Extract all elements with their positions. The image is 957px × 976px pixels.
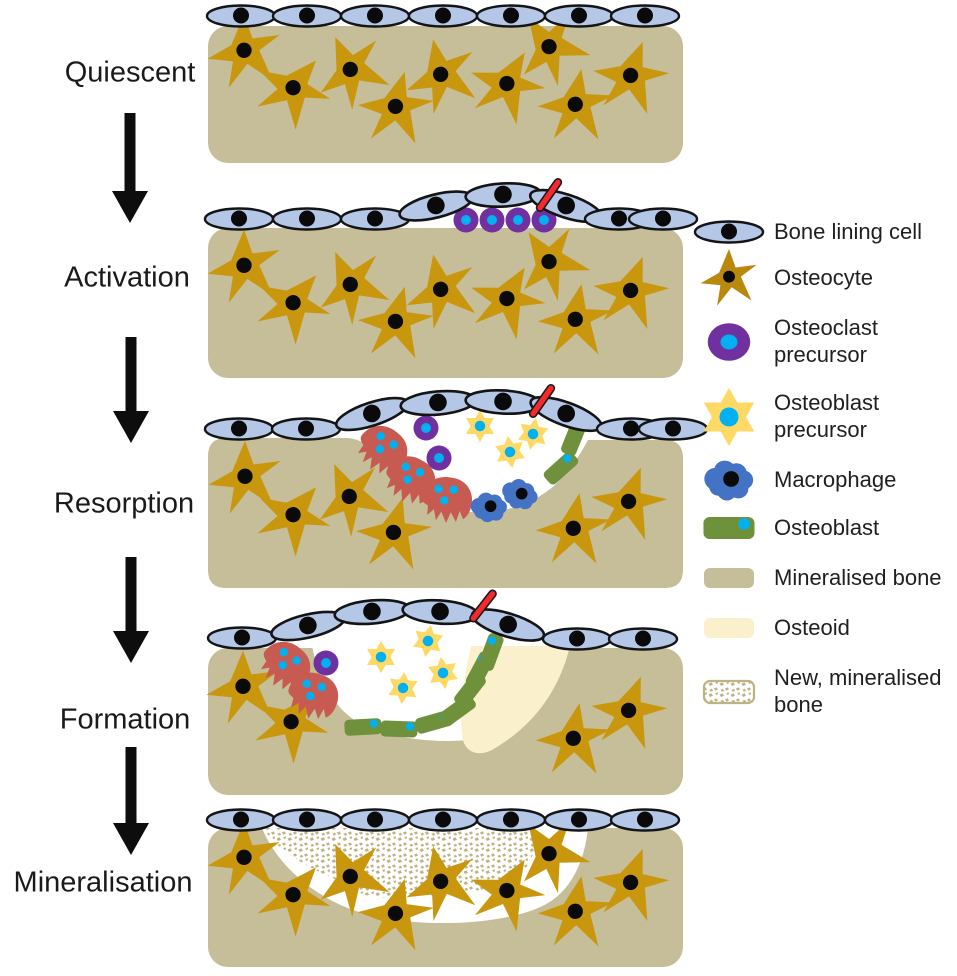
bone-lining-cell-icon — [203, 417, 275, 441]
osteoclast-precursor-icon — [413, 415, 439, 441]
bone-lining-cell-icon — [475, 808, 547, 832]
osteoblast-icon — [344, 718, 382, 736]
panel-quiescent — [205, 0, 683, 163]
bone-lining-cell-icon — [205, 4, 277, 28]
bone-lining-cells — [205, 4, 681, 28]
osteoblast-precursor-icon — [466, 409, 494, 443]
bone-lining-cell-icon — [475, 4, 547, 28]
bone-lining-cell-icon — [407, 4, 479, 28]
osteoclast-precursor-icon — [505, 207, 531, 233]
panel-resorption — [203, 382, 709, 588]
bone-lining-cells — [206, 595, 679, 651]
flow-arrows — [112, 113, 149, 855]
osteoclast-precursor-icon — [479, 207, 505, 233]
bone-lining-cell-icon — [627, 207, 699, 231]
stage-label-activation: Activation — [64, 261, 190, 294]
down-arrow-icon — [112, 113, 148, 223]
bone-lining-cell-icon — [332, 595, 412, 629]
bone-lining-cell-icon — [543, 808, 615, 832]
bone-lining-cell-icon — [407, 808, 479, 832]
bone-lining-cell-icon — [609, 4, 681, 28]
new-mineralised-bone — [263, 828, 540, 898]
down-arrow-icon — [113, 557, 149, 663]
osteoblast-precursor-icon — [516, 415, 550, 453]
stage-label-resorption: Resorption — [53, 487, 195, 520]
panel-formation — [206, 588, 683, 795]
bone-lining-cell-icon — [637, 417, 709, 441]
osteoblast-icon — [380, 720, 418, 738]
bone-lining-cell-icon — [271, 808, 343, 832]
bone-lining-cell-icon — [339, 4, 411, 28]
bone-lining-cell-icon — [271, 4, 343, 28]
bone-lining-cell-icon — [400, 596, 480, 628]
bone-lining-cell-icon — [271, 207, 343, 231]
panel-mineralisation — [205, 803, 683, 967]
stage-label-formation: Formation — [59, 703, 191, 736]
bone-lining-cell-icon — [609, 808, 681, 832]
bone-lining-cell-icon — [205, 808, 277, 832]
bone-lining-cell-icon — [206, 626, 278, 650]
osteoclast-precursor-icon — [313, 650, 339, 676]
bone-lining-cells — [205, 808, 681, 832]
bone-lining-cell-icon — [203, 207, 275, 231]
osteoid — [461, 646, 570, 754]
bone-lining-cell-icon — [270, 417, 342, 441]
stage-label-mineralisation: Mineralisation — [13, 866, 193, 899]
panel-activation — [203, 176, 699, 378]
down-arrow-icon — [113, 747, 149, 855]
bone-lining-cell-icon — [398, 386, 478, 420]
bone-lining-cell-icon — [607, 627, 679, 651]
osteoclast-precursor-icon — [426, 445, 452, 471]
bone-lining-cells — [203, 180, 699, 231]
bone-lining-cell-icon — [339, 808, 411, 832]
bone-lining-cell-icon — [541, 627, 613, 651]
bone-lining-cells — [203, 386, 709, 441]
down-arrow-icon — [113, 337, 149, 443]
stage-label-quiescent: Quiescent — [64, 56, 196, 89]
bone-lining-cell-icon — [543, 4, 615, 28]
osteoclast-precursors — [313, 650, 339, 676]
osteoblast-precursors — [466, 409, 550, 470]
